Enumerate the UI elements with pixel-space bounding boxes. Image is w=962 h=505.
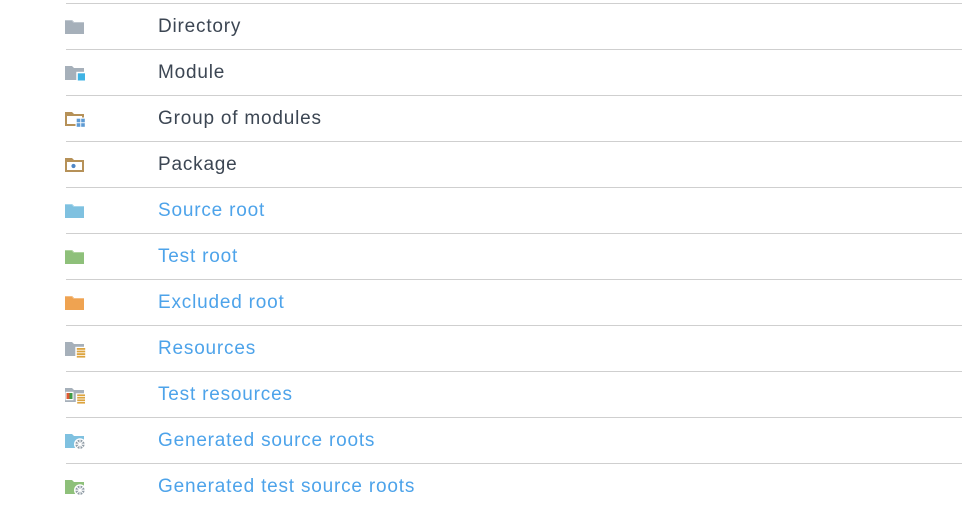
row-label: Group of modules	[158, 107, 322, 129]
source-root-link[interactable]: Source root	[158, 199, 266, 221]
table-row: Resources	[65, 325, 962, 371]
row-label: Directory	[158, 15, 242, 37]
row-label: Module	[158, 61, 226, 83]
source-root-folder-icon	[65, 202, 86, 220]
excluded-root-folder-icon	[65, 294, 86, 312]
table-row: Excluded root	[65, 279, 962, 325]
table-row: Generated source roots	[65, 417, 962, 463]
test-root-folder-icon	[65, 248, 86, 266]
test-root-link[interactable]: Test root	[158, 245, 239, 267]
generated-test-source-roots-folder-icon	[65, 478, 86, 496]
table-row: Test resources	[65, 371, 962, 417]
resources-folder-icon	[65, 340, 86, 358]
table-row: Test root	[65, 233, 962, 279]
directory-folder-icon	[65, 18, 86, 36]
test-resources-link[interactable]: Test resources	[158, 383, 293, 405]
table-row: Package	[65, 141, 962, 187]
table-row: Generated test source roots	[65, 463, 962, 505]
resources-link[interactable]: Resources	[158, 337, 257, 359]
table-row: Source root	[65, 187, 962, 233]
table-row: Module	[65, 49, 962, 95]
test-resources-folder-icon	[65, 386, 86, 404]
excluded-root-link[interactable]: Excluded root	[158, 291, 285, 313]
generated-test-source-roots-link[interactable]: Generated test source roots	[158, 475, 416, 497]
group-of-modules-folder-icon	[65, 110, 86, 128]
package-folder-icon	[65, 156, 86, 174]
module-folder-icon	[65, 64, 86, 82]
folder-icons-table: Directory Module Group of modules Packag…	[0, 3, 962, 505]
table-row: Group of modules	[65, 95, 962, 141]
table-row: Directory	[65, 3, 962, 49]
row-label: Package	[158, 153, 238, 175]
generated-source-roots-folder-icon	[65, 432, 86, 450]
generated-source-roots-link[interactable]: Generated source roots	[158, 429, 376, 451]
